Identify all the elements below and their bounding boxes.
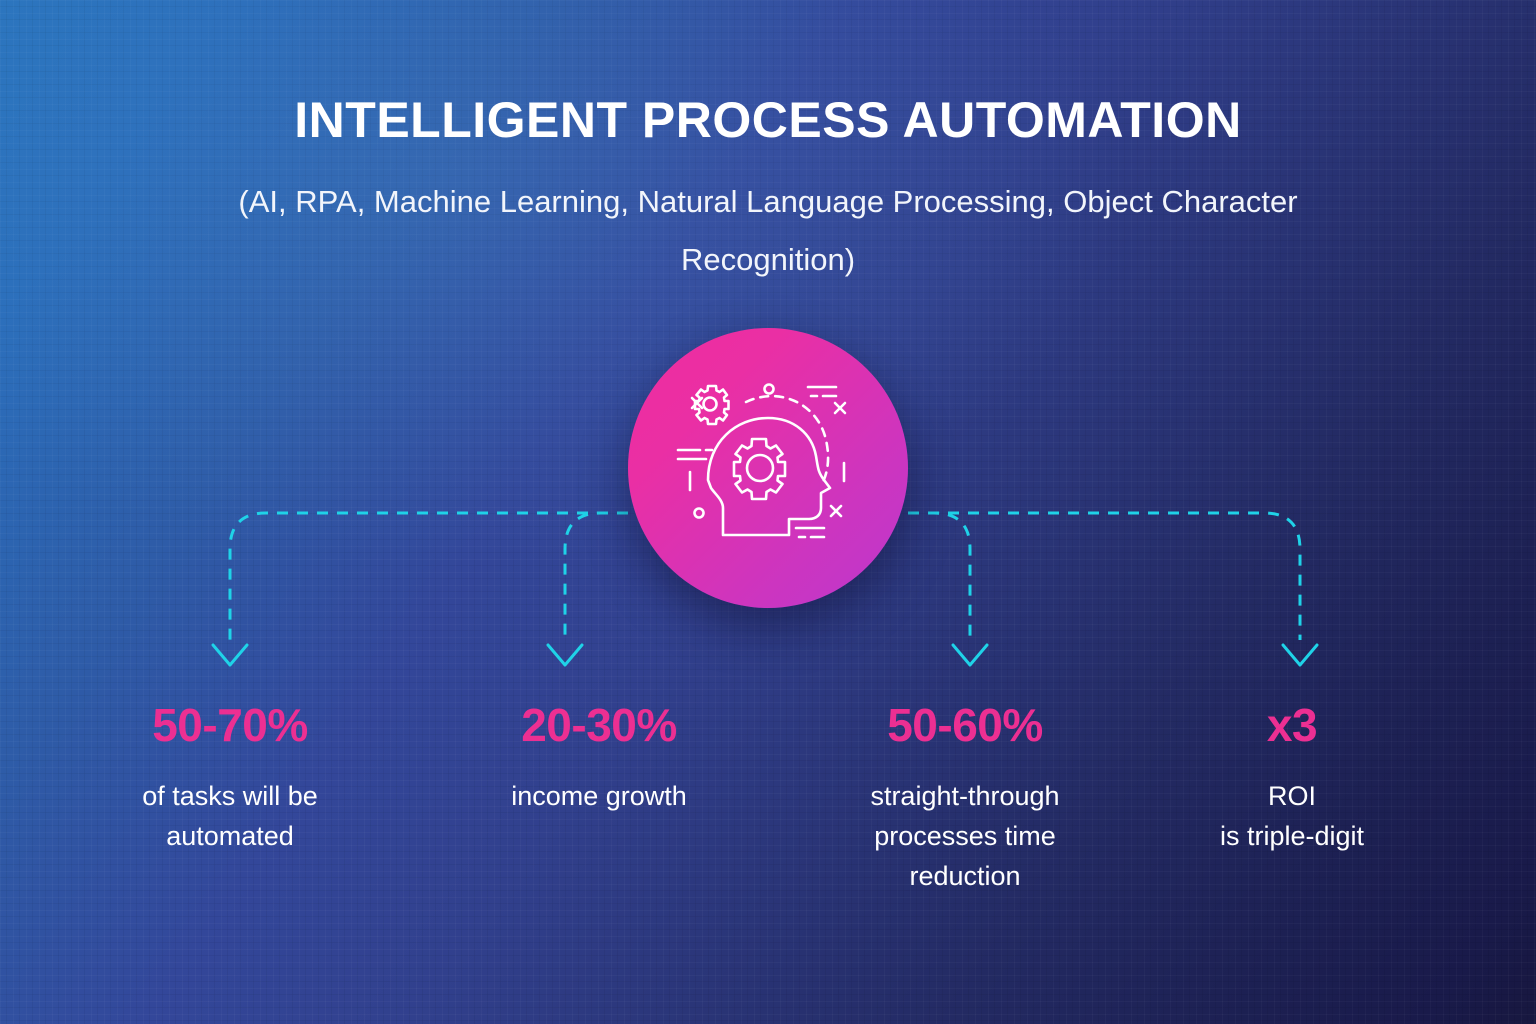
stat-label: income growth: [511, 780, 687, 811]
head-with-gears-icon: [676, 383, 847, 539]
stat-item-1: 50-70% of tasks will be automated: [80, 700, 380, 857]
stat-item-4: x3 ROI is triple-digit: [1142, 700, 1442, 857]
dot-bottom-left: [693, 507, 705, 519]
connector-arrowhead-2: [546, 643, 584, 667]
connector-arrowhead-4: [1281, 643, 1319, 667]
dot-top: [763, 383, 775, 395]
stat-value: 50-70%: [152, 699, 308, 751]
page-subtitle: (AI, RPA, Machine Learning, Natural Lang…: [238, 183, 1298, 278]
sparkle-top-left: [690, 396, 704, 410]
stats-row: 50-70% of tasks will be automated 20-30%…: [0, 700, 1536, 940]
connector-arrowhead-3: [951, 643, 989, 667]
header: INTELLIGENT PROCESS AUTOMATION (AI, RPA,…: [0, 94, 1536, 290]
connector-path-1: [228, 511, 668, 640]
stat-label: ROI is triple-digit: [1219, 780, 1365, 851]
stat-item-2: 20-30% income growth: [449, 700, 749, 817]
stat-item-3: 50-60% straight-through processes time r…: [815, 700, 1115, 896]
connector-path-4: [868, 511, 1302, 640]
page-title: INTELLIGENT PROCESS AUTOMATION: [294, 92, 1242, 148]
stat-label: of tasks will be automated: [142, 780, 318, 851]
sparkle-top-right: [833, 401, 847, 415]
stat-value: 50-60%: [887, 699, 1043, 751]
sparkle-bottom-right: [829, 504, 843, 518]
decorative-dashes: [676, 385, 846, 539]
connector-arrowhead-1: [211, 643, 249, 667]
stat-label: straight-through processes time reductio…: [870, 780, 1060, 891]
stat-value: x3: [1266, 699, 1318, 751]
center-badge: [628, 328, 908, 608]
connector-path-2: [563, 511, 668, 640]
stat-value: 20-30%: [521, 699, 677, 751]
